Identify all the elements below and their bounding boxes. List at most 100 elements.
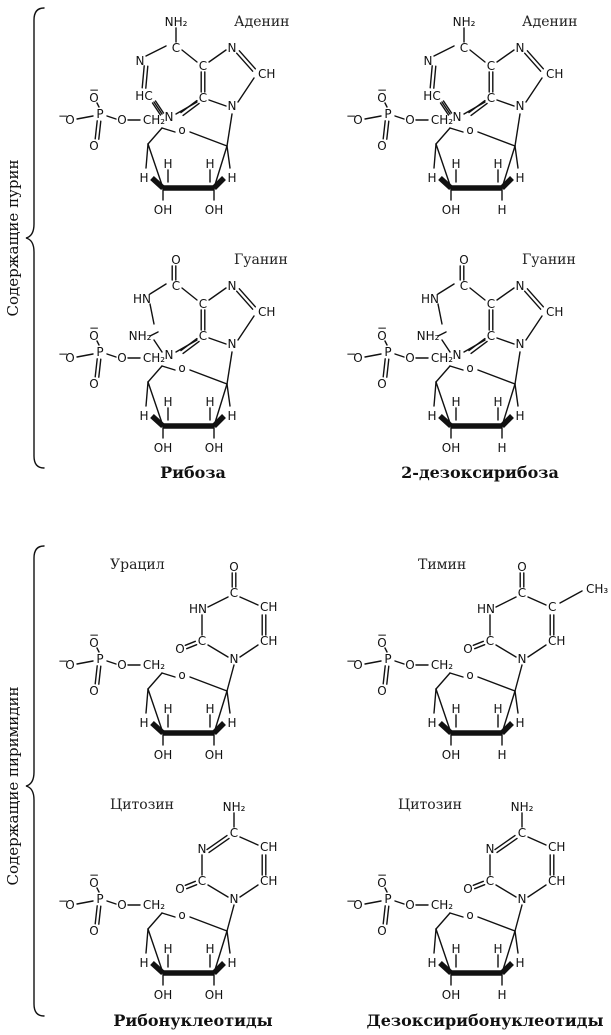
atom-label: H xyxy=(205,942,214,956)
atom-label: H xyxy=(427,409,436,423)
atom-label: OH xyxy=(442,441,460,455)
bond xyxy=(433,65,437,89)
bond xyxy=(526,50,545,70)
atom-label: CH₂ xyxy=(431,113,453,127)
bond xyxy=(364,660,382,665)
atom-label: N xyxy=(165,348,174,362)
bond xyxy=(147,381,164,427)
bond xyxy=(472,880,485,887)
base-name: Аденин xyxy=(522,14,578,30)
atom-label: O xyxy=(229,560,238,574)
atom-label: O xyxy=(89,139,98,153)
atom-label: N xyxy=(516,337,525,351)
bond xyxy=(189,676,228,692)
atom-label: N xyxy=(486,842,495,856)
bond xyxy=(76,353,94,358)
atom-label: O xyxy=(377,329,386,343)
bond xyxy=(238,50,257,70)
atom-label: − xyxy=(58,109,68,123)
atom-label: H xyxy=(163,702,172,716)
bond xyxy=(76,115,94,120)
atom-label: N xyxy=(516,41,525,55)
bond xyxy=(106,115,117,120)
atom-label: P xyxy=(96,345,103,359)
bond xyxy=(161,672,176,678)
bond xyxy=(495,596,517,608)
atom-label: H xyxy=(139,171,148,185)
atom-label: − xyxy=(89,83,99,97)
bond xyxy=(235,52,254,72)
bond xyxy=(206,834,228,851)
atom-label: O xyxy=(65,658,74,672)
bond xyxy=(145,928,149,954)
atom-label: CH xyxy=(258,67,275,81)
bond xyxy=(477,676,516,692)
bond xyxy=(527,596,547,606)
bond xyxy=(394,115,405,120)
bond xyxy=(527,836,547,846)
bond xyxy=(226,351,233,385)
bond xyxy=(472,640,485,647)
bond xyxy=(150,960,165,976)
atom-label: N xyxy=(228,337,237,351)
purine-side-label: Содержащие пурин xyxy=(4,160,22,317)
bond xyxy=(435,127,451,145)
atom-label: P xyxy=(384,345,391,359)
bond xyxy=(213,383,228,427)
bond xyxy=(433,381,437,407)
atom-label: P xyxy=(96,107,103,121)
atom-label: OH xyxy=(442,988,460,1002)
atom-label: OH xyxy=(154,441,172,455)
atom-label: H xyxy=(139,956,148,970)
atom-label: N xyxy=(228,99,237,113)
atom-label: CH₂ xyxy=(431,898,453,912)
base-name: Гуанин xyxy=(234,252,288,268)
bond xyxy=(501,930,516,974)
atom-label: H xyxy=(515,956,524,970)
atom-label: N xyxy=(516,99,525,113)
atom-label: NH₂ xyxy=(417,329,440,343)
atom-label: C xyxy=(460,41,468,55)
bond xyxy=(435,912,451,930)
atom-label: O xyxy=(377,377,386,391)
bond xyxy=(213,930,228,974)
atom-label: CH xyxy=(260,840,277,854)
atom-label: CH₂ xyxy=(143,658,165,672)
atom-label: o xyxy=(178,668,185,682)
bond xyxy=(364,115,382,120)
atom-label: H xyxy=(497,203,506,217)
atom-label: OH xyxy=(154,748,172,762)
bond xyxy=(208,287,227,301)
bond xyxy=(433,45,455,57)
atom-label: O xyxy=(377,876,386,890)
bond xyxy=(439,102,450,116)
atom-label: CH xyxy=(548,634,565,648)
bond xyxy=(382,905,386,925)
bond xyxy=(239,836,259,846)
bond xyxy=(384,887,388,893)
atom-label: CH₃ xyxy=(586,582,608,596)
atom-label: CH₂ xyxy=(143,351,165,365)
bond xyxy=(435,381,452,427)
ribonucleotides-caption: Рибонуклеотиды xyxy=(113,1011,272,1030)
atom-label: O xyxy=(117,113,126,127)
bond xyxy=(212,961,226,975)
atom-label: O xyxy=(405,351,414,365)
bond xyxy=(94,905,98,925)
atom-label: H xyxy=(497,441,506,455)
atom-label: o xyxy=(178,123,185,137)
bond xyxy=(153,101,163,115)
bond xyxy=(473,643,486,650)
atom-label: H xyxy=(205,157,214,171)
atom-label: N xyxy=(518,652,527,666)
atom-label: C xyxy=(486,874,494,888)
atom-label: C xyxy=(230,826,238,840)
bond xyxy=(470,102,488,117)
bond xyxy=(435,365,451,383)
bond xyxy=(147,672,163,690)
atom-label: C xyxy=(487,91,495,105)
atom-label: C xyxy=(460,279,468,293)
atom-label: O xyxy=(353,898,362,912)
atom-label: − xyxy=(346,347,356,361)
